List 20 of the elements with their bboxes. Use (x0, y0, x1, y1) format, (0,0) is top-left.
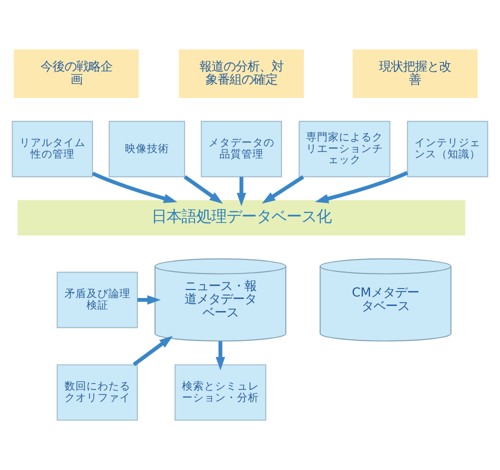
arrow (132, 336, 173, 366)
node-box: 数回にわたるクオリファイ (56, 364, 138, 421)
node-box: 矛盾及び論理検証 (56, 272, 138, 328)
node-box: 検索とシミュレーション・分析 (174, 364, 266, 421)
node-box: 専門家によるクリエーションチェック (298, 120, 390, 178)
node-box: 日本語処理データベース化 (18, 200, 466, 236)
arrow (184, 175, 223, 204)
arrow (216, 341, 226, 370)
node-box: メタデータの品質管理 (200, 120, 282, 178)
node-box: 今後の戦略企画 (14, 49, 139, 98)
arrow (236, 176, 246, 206)
arrow (315, 171, 408, 204)
arrow (137, 295, 161, 305)
node-box: インテリジェンス（知識） (407, 120, 488, 178)
arrow (92, 172, 178, 204)
arrow (262, 175, 304, 204)
node-box: リアルタイム性の管理 (12, 120, 93, 178)
node-box: 現状把握と改善 (352, 49, 478, 98)
node-box: 映像技術 (108, 120, 186, 178)
node-box: 報道の分析、対象番組の確定 (178, 49, 304, 98)
